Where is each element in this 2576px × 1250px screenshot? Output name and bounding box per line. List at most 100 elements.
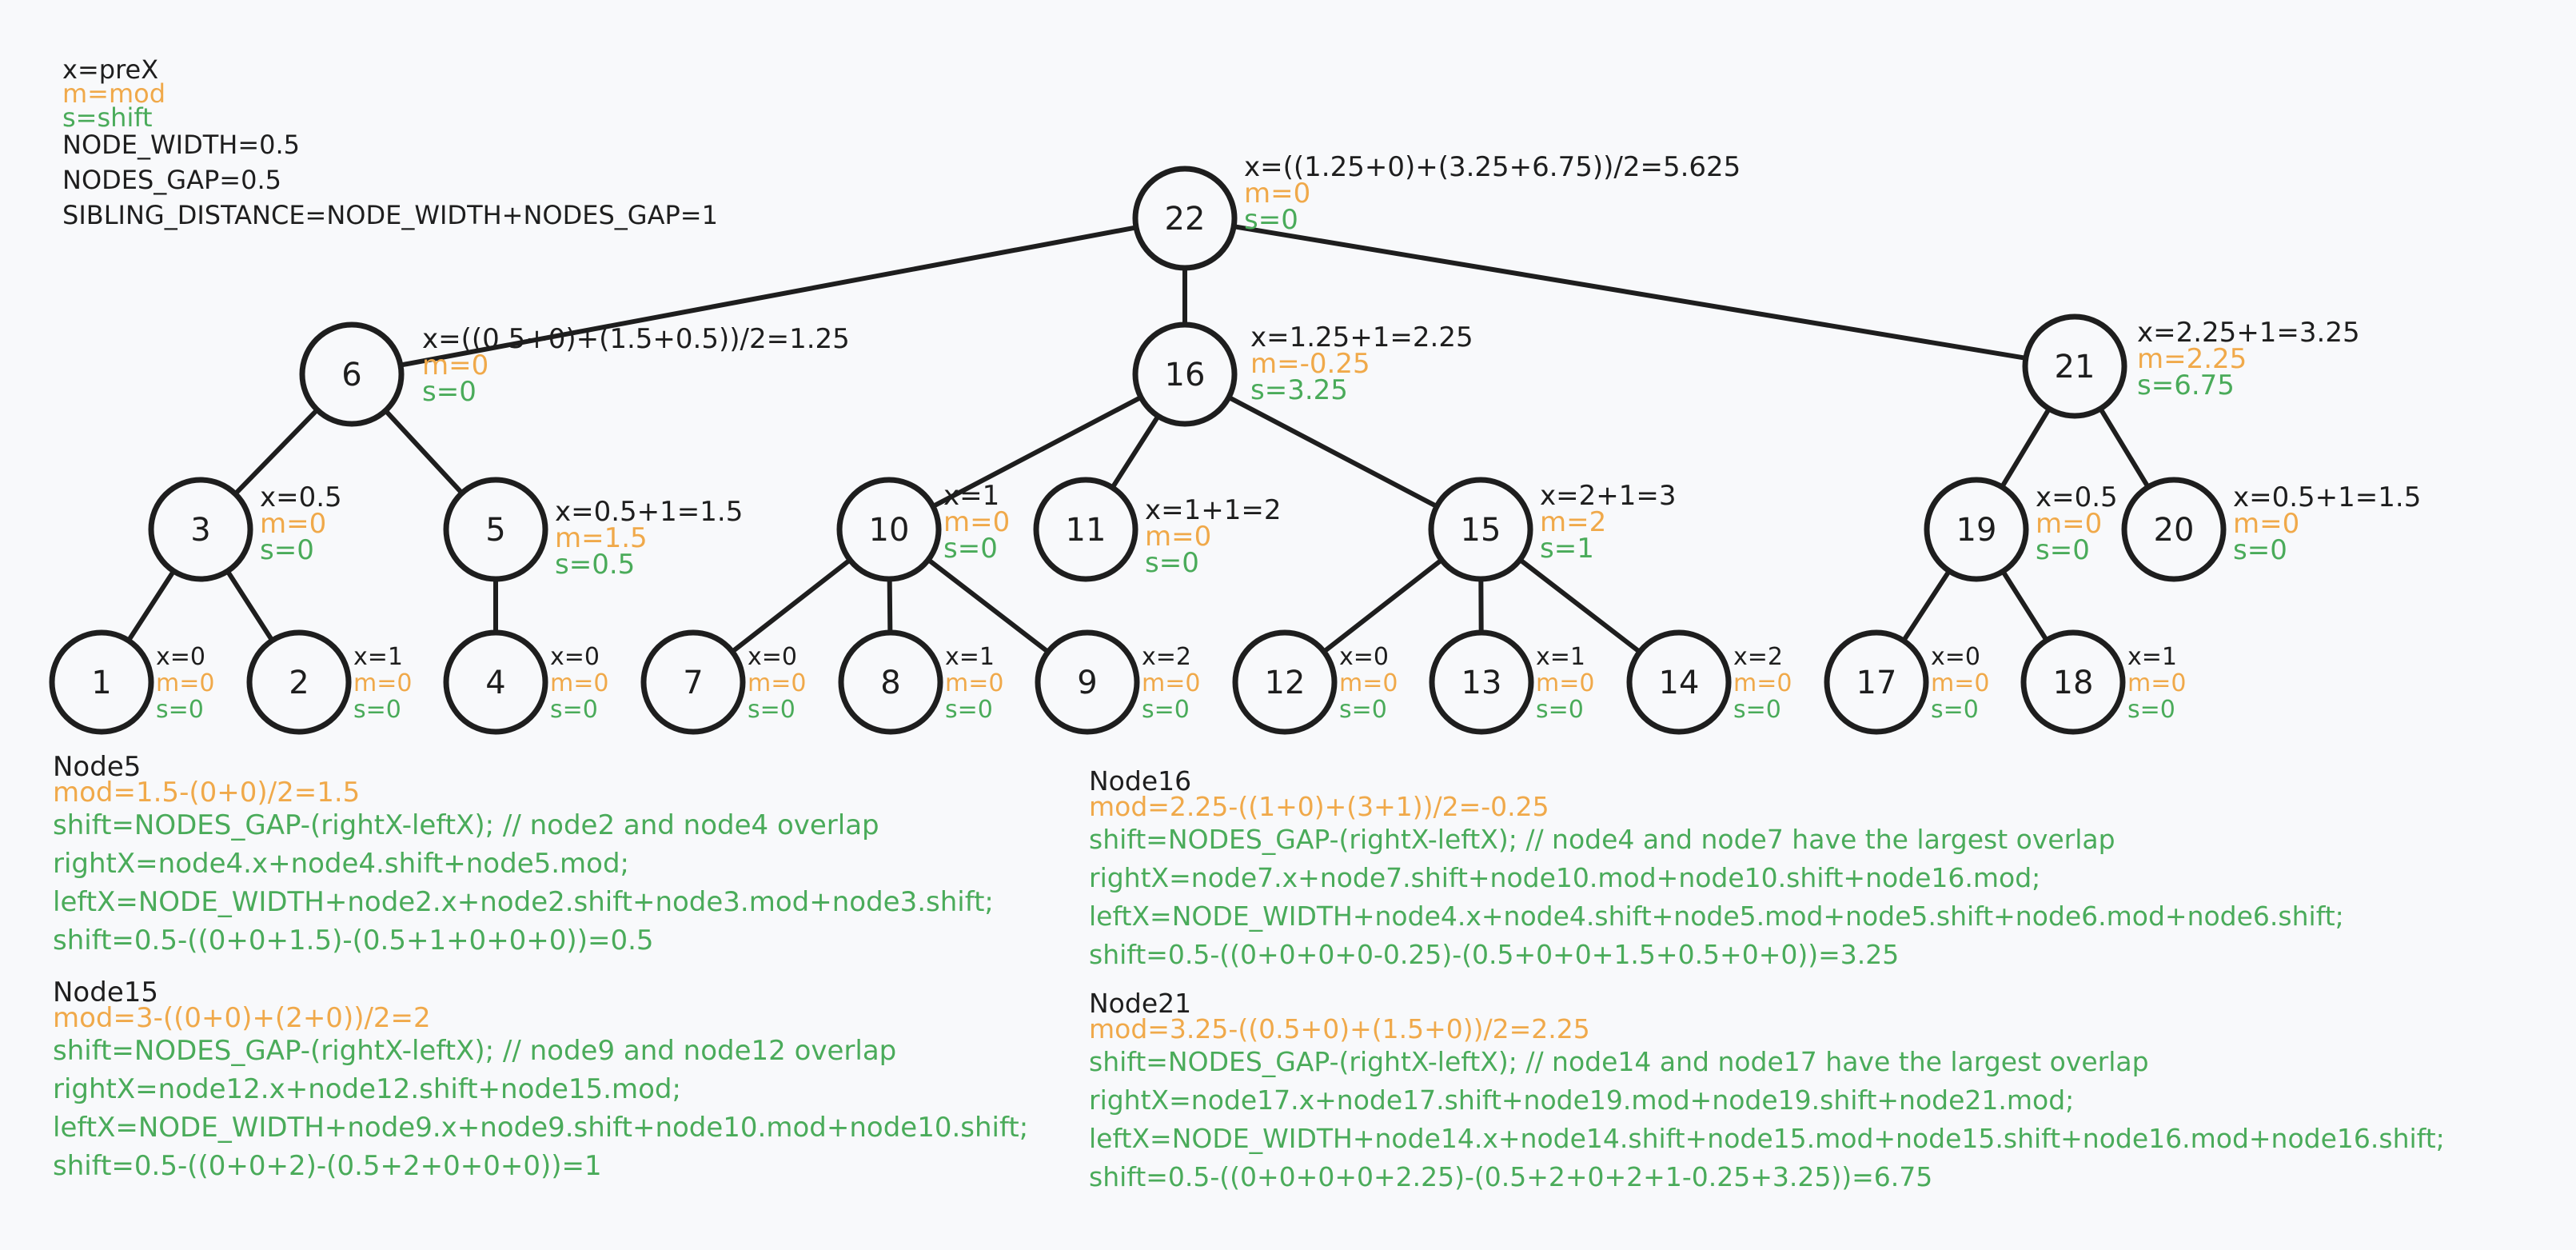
tree-node-4: 4: [443, 629, 548, 735]
annotation-mod: m=0: [1536, 669, 1595, 697]
annotation-shift: s=0: [2036, 534, 2090, 566]
block-title: Node16: [1089, 765, 1192, 797]
annotation-mod: m=2: [1540, 506, 1607, 538]
tree-node-10: 10: [836, 477, 942, 582]
node-circle: [443, 629, 548, 735]
node-circle: [1626, 629, 1732, 735]
node-label: 7: [683, 665, 703, 701]
edge-21-20: [2098, 405, 2151, 490]
node-label: 5: [485, 512, 505, 549]
node-label: 16: [1165, 357, 1206, 393]
node-label: 8: [880, 665, 900, 701]
annotation-x: x=0.5: [2036, 481, 2118, 513]
node-label: 14: [1659, 665, 1700, 701]
block-line: rightX=node12.x+node12.shift+node15.mod;: [53, 1073, 681, 1105]
annotation-x: x=0.5+1=1.5: [555, 496, 744, 528]
node-circle: [1035, 629, 1140, 735]
annotation-shift: s=0: [1142, 696, 1190, 724]
block-mod: mod=3-((0+0)+(2+0))/2=2: [53, 1002, 431, 1034]
tree-node-22: 22: [1132, 166, 1238, 271]
node-label: 13: [1461, 665, 1502, 701]
tree-node-16: 16: [1132, 321, 1238, 427]
edge-3-2: [225, 569, 275, 643]
tree-node-21: 21: [2022, 313, 2127, 419]
block-mod: mod=1.5-(0+0)/2=1.5: [53, 777, 361, 809]
tree-node-17: 17: [1824, 629, 1929, 735]
annotation-shift: s=0: [422, 376, 477, 408]
block-node5: Node5 mod=1.5-(0+0)/2=1.5 shift=NODES_GA…: [53, 753, 994, 960]
edge-10-9: [926, 557, 1051, 655]
node-circle: [2020, 629, 2126, 735]
annotation-shift: s=0: [945, 696, 993, 724]
annotation-x: x=0: [1339, 643, 1389, 671]
block-node16: Node16 mod=2.25-((1+0)+(3+1))/2=-0.25 sh…: [1089, 765, 2344, 974]
annotation-x: x=0.5: [260, 481, 342, 513]
annotation-shift: s=0: [2233, 534, 2287, 566]
annotation-shift: s=0: [748, 696, 796, 724]
annotation-shift: s=0: [156, 696, 204, 724]
annotation-mod: m=0: [2036, 508, 2103, 540]
node-circle: [246, 629, 352, 735]
annotation-x: x=0: [748, 643, 797, 671]
block-line: leftX=NODE_WIDTH+node4.x+node4.shift+nod…: [1089, 901, 2344, 932]
legend-s: s=shift: [62, 102, 153, 133]
annotation-shift: s=3.25: [1250, 374, 1348, 406]
tree-node-15: 15: [1428, 477, 1533, 582]
block-mod: mod=3.25-((0.5+0)+(1.5+0))/2=2.25: [1089, 1013, 1590, 1044]
block-line: rightX=node4.x+node4.shift+node5.mod;: [53, 848, 630, 880]
annotation-x: x=0: [1931, 643, 1980, 671]
annotation-shift: s=0: [1145, 547, 1199, 579]
annotation-mod: m=0: [1244, 178, 1311, 210]
edge-6-3: [233, 407, 320, 497]
tree-node-3: 3: [148, 477, 253, 582]
annotation-mod: m=2.25: [2137, 343, 2247, 375]
block-line: shift=NODES_GAP-(rightX-leftX); // node9…: [53, 1035, 897, 1067]
annotation-shift: s=0: [1931, 696, 1979, 724]
annotation-mod: m=0: [1931, 669, 1990, 697]
node-circle: [836, 477, 942, 582]
legend-m: m=mod: [62, 78, 166, 109]
block-line: rightX=node7.x+node7.shift+node10.mod+no…: [1089, 862, 2041, 893]
annotation-shift: s=0: [1339, 696, 1387, 724]
node-circle: [1824, 629, 1929, 735]
annotation-x: x=((0.5+0)+(1.5+0.5))/2=1.25: [422, 323, 850, 355]
annotation-x: x=0.5+1=1.5: [2233, 481, 2422, 513]
annotation-mod: m=0: [748, 669, 807, 697]
node-label: 17: [1856, 665, 1897, 701]
edge-15-14: [1517, 557, 1642, 655]
annotation-mod: m=0: [422, 349, 489, 381]
annotation-x: x=1: [1536, 643, 1585, 671]
block-line: leftX=NODE_WIDTH+node9.x+node9.shift+nod…: [53, 1112, 1029, 1144]
annotation-mod: m=0: [945, 669, 1004, 697]
annotation-mod: m=0: [353, 669, 413, 697]
annotation-mod: m=0: [1145, 521, 1212, 553]
block-title: Node21: [1089, 988, 1192, 1019]
node-label: 12: [1265, 665, 1306, 701]
annotation-mod: m=0: [2127, 669, 2187, 697]
node-circle: [1428, 477, 1533, 582]
node-label: 19: [1956, 512, 1997, 549]
tree-node-2: 2: [246, 629, 352, 735]
block-node21: Node21 mod=3.25-((0.5+0)+(1.5+0))/2=2.25…: [1089, 988, 2445, 1196]
legend-sibling-distance: SIBLING_DISTANCE=NODE_WIDTH+NODES_GAP=1: [62, 200, 718, 230]
annotation-x: x=1.25+1=2.25: [1250, 321, 1473, 353]
tree-node-1: 1: [49, 629, 154, 735]
node-label: 2: [289, 665, 309, 701]
node-circle: [2022, 313, 2127, 419]
tree-edges: [126, 224, 2151, 655]
tree-node-9: 9: [1035, 629, 1140, 735]
tree-node-14: 14: [1626, 629, 1732, 735]
annotation-x: x=2.25+1=3.25: [2137, 317, 2360, 349]
node-circle: [1429, 629, 1534, 735]
